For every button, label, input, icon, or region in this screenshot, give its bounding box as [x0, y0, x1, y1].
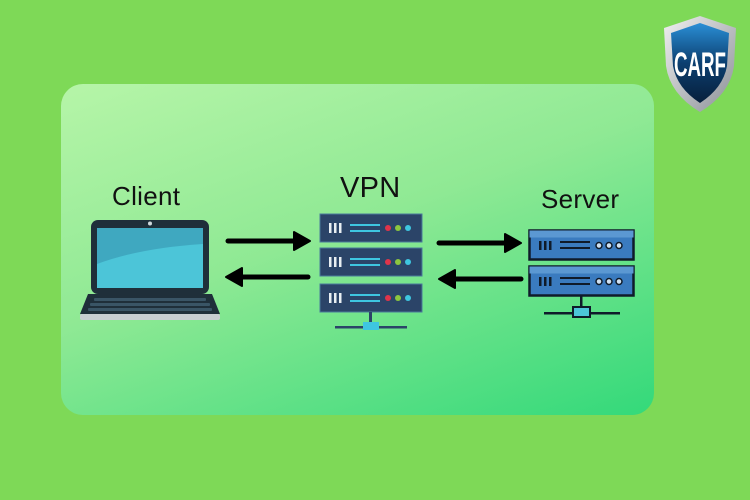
- client-label: Client: [112, 181, 181, 211]
- shield-logo-icon: CARF: [664, 16, 736, 112]
- arrow-server-to-vpn: [438, 269, 524, 289]
- logo-text: CARF: [674, 46, 726, 84]
- server-label: Server: [541, 184, 620, 214]
- arrow-client-to-vpn: [225, 231, 311, 251]
- arrow-vpn-to-client: [225, 267, 311, 287]
- server-rack-icon: [319, 213, 423, 330]
- vpn-label: VPN: [340, 172, 401, 204]
- laptop-icon: [80, 220, 220, 320]
- arrow-vpn-to-server: [436, 233, 522, 253]
- server-icon: [528, 229, 635, 318]
